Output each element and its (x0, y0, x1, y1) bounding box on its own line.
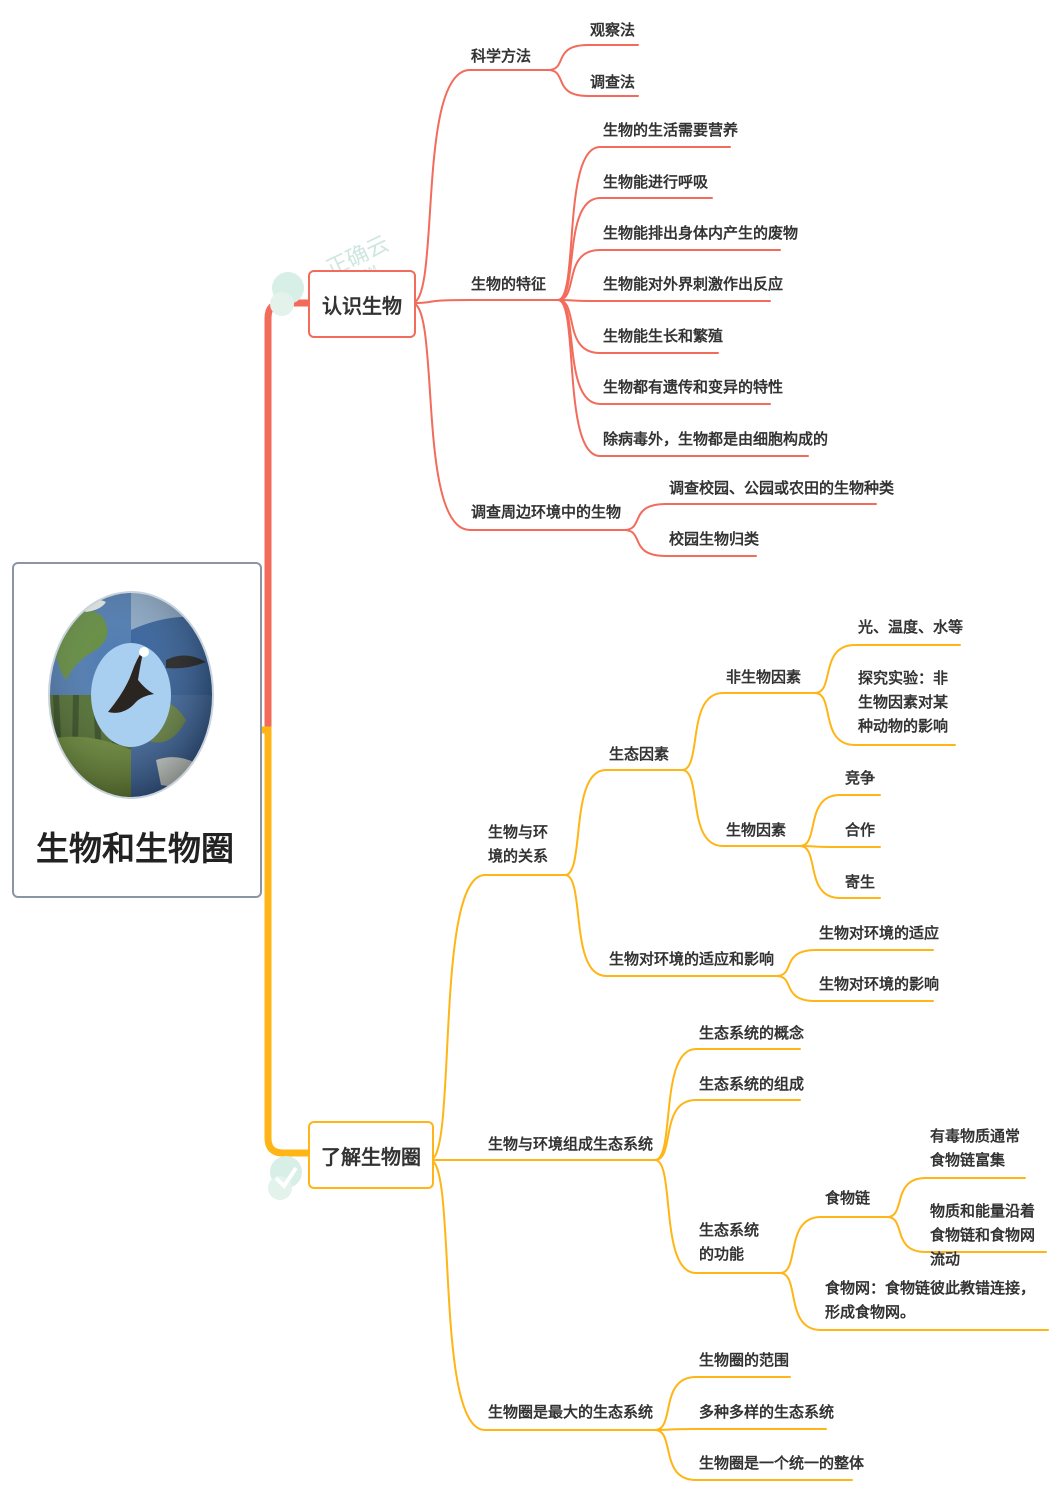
connector-line (623, 529, 757, 557)
connector-line (779, 1216, 888, 1274)
connector-line (654, 1099, 801, 1161)
connector-line (254, 299, 312, 734)
watermark-logo-icon (270, 272, 304, 316)
connector-line (654, 1159, 781, 1274)
node-biosphere-item[interactable]: 生物圈是一个统一的整体 (699, 1454, 865, 1472)
connector-line (429, 1159, 656, 1431)
node-adapt-item[interactable]: 生物对环境的影响 (819, 975, 940, 993)
node-food-web[interactable]: 食物网：食物链彼此教错连接，形成食物网。 (825, 1279, 1036, 1321)
connector-line (886, 1216, 1047, 1253)
node-eco-composition[interactable]: 生态系统的组成 (699, 1075, 805, 1093)
node-traits[interactable]: 生物的特征 (471, 275, 547, 293)
connector-line (557, 197, 713, 301)
connector-line (681, 769, 801, 847)
connector-line (799, 794, 881, 847)
connector-line (411, 302, 625, 531)
connector-line (775, 975, 934, 1002)
node-abiotic-experiment[interactable]: 探究实验：非生物因素对某种动物的影响 (858, 669, 949, 735)
root-title: 生物和生物圈 (36, 829, 234, 868)
node-adapt[interactable]: 生物对环境的适应和影响 (609, 950, 775, 968)
connector-line (557, 146, 731, 301)
node-biotic-item[interactable]: 合作 (845, 821, 876, 839)
node-eco-concept[interactable]: 生态系统的概念 (699, 1024, 805, 1042)
watermark-logo-icon (268, 1156, 302, 1200)
node-biosphere[interactable]: 生物圈是最大的生态系统 (488, 1403, 654, 1421)
node-biosphere-item[interactable]: 多种多样的生态系统 (699, 1403, 835, 1421)
node-abiotic[interactable]: 非生物因素 (726, 668, 802, 686)
connector-line (254, 726, 312, 1157)
connector-line (681, 692, 816, 771)
node-trait[interactable]: 生物能进行呼吸 (603, 173, 709, 191)
node-survey-item[interactable]: 调查校园、公园或农田的生物种类 (669, 479, 895, 497)
connector-line (886, 1177, 1026, 1218)
connector-line (654, 1428, 827, 1431)
node-biotic-item[interactable]: 寄生 (845, 873, 876, 891)
node-food-chain[interactable]: 食物链 (825, 1189, 871, 1207)
connector-line (814, 644, 961, 694)
node-eco-function[interactable]: 生态系统的功能 (699, 1221, 760, 1263)
node-biosphere-item[interactable]: 生物圈的范围 (699, 1351, 790, 1369)
node-trait[interactable]: 生物能生长和繁殖 (603, 327, 724, 345)
node-biotic[interactable]: 生物因素 (726, 821, 787, 839)
connector-line (429, 874, 566, 1161)
connector-line (557, 249, 781, 301)
node-biotic-item[interactable]: 竞争 (845, 769, 876, 787)
node-ecosystem[interactable]: 生物与环境组成生态系统 (488, 1135, 654, 1153)
connector-line (411, 299, 559, 304)
node-chain-item[interactable]: 有毒物质通常食物链富集 (930, 1127, 1021, 1169)
node-trait[interactable]: 生物的生活需要营养 (603, 121, 739, 139)
topic-know-organisms[interactable]: 认识生物 (308, 270, 416, 338)
connector-line (775, 949, 934, 977)
node-science-method[interactable]: 科学方法 (471, 47, 532, 65)
connector-line (564, 874, 777, 977)
node-survey-method[interactable]: 调查法 (590, 73, 636, 91)
node-adapt-item[interactable]: 生物对环境的适应 (819, 924, 940, 942)
node-abiotic-item[interactable]: 光、温度、水等 (858, 618, 964, 636)
connector-line (799, 845, 881, 899)
node-observation[interactable]: 观察法 (590, 21, 636, 39)
connector-line (654, 1048, 801, 1161)
connector-line (654, 1376, 791, 1431)
node-trait[interactable]: 生物都有遗传和变异的特性 (603, 378, 784, 396)
connector-line (564, 769, 683, 876)
connector-line (557, 299, 771, 302)
node-trait[interactable]: 除病毒外，生物都是由细胞构成的 (603, 430, 829, 448)
connector-line (799, 845, 881, 848)
globe-eagle-icon (48, 591, 214, 799)
node-survey-item[interactable]: 校园生物归类 (669, 530, 760, 548)
connector-line (779, 1272, 1049, 1331)
connector-line (557, 299, 809, 457)
connector-line (547, 44, 639, 71)
connector-line (654, 1429, 853, 1481)
topic-know-biosphere[interactable]: 了解生物圈 (308, 1121, 434, 1189)
node-chain-item[interactable]: 物质和能量沿着食物链和食物网流动 (930, 1202, 1036, 1268)
connector-line (814, 692, 956, 746)
connector-line (411, 69, 549, 304)
node-trait[interactable]: 生物能对外界刺激作出反应 (603, 275, 784, 293)
node-relation[interactable]: 生物与环境的关系 (488, 823, 549, 865)
node-trait[interactable]: 生物能排出身体内产生的废物 (603, 224, 799, 242)
connector-line (547, 69, 639, 97)
node-survey-env[interactable]: 调查周边环境中的生物 (471, 503, 622, 521)
connector-line (623, 503, 877, 531)
node-eco-factors[interactable]: 生态因素 (609, 745, 670, 763)
